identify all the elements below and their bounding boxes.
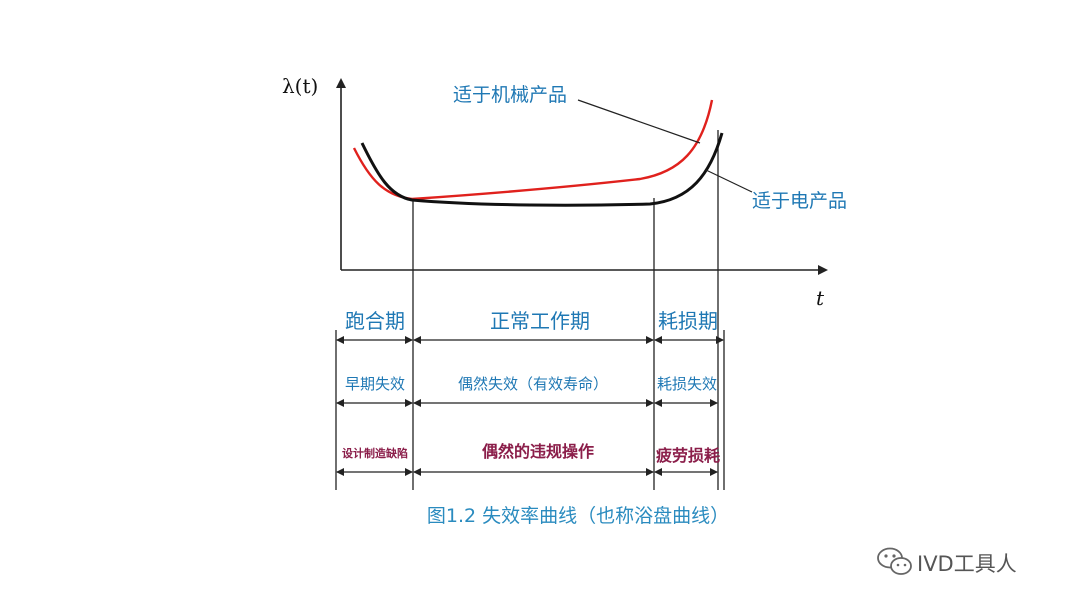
phase-name-break-in: 跑合期 bbox=[345, 309, 405, 333]
y-axis-label: λ(t) bbox=[282, 74, 318, 98]
phase-name-wearout: 耗损期 bbox=[658, 309, 718, 333]
label-mechanical: 适于机械产品 bbox=[453, 84, 567, 106]
leader-mechanical bbox=[577, 99, 701, 144]
failure-type-wearout: 耗损失效 bbox=[657, 375, 717, 393]
failure-type-random: 偶然失效（有效寿命） bbox=[458, 375, 608, 393]
phase-name-normal: 正常工作期 bbox=[490, 309, 590, 333]
x-axis-label: t bbox=[816, 286, 825, 310]
wechat-icon bbox=[877, 547, 912, 575]
cause-fatigue-wear: 疲劳损耗 bbox=[656, 446, 720, 465]
curve-mechanical bbox=[352, 99, 714, 201]
cause-random-misuse: 偶然的违规操作 bbox=[482, 442, 594, 461]
leader-electrical bbox=[705, 169, 753, 193]
failure-type-early: 早期失效 bbox=[345, 375, 405, 393]
curve-electrical bbox=[360, 132, 724, 207]
label-electrical: 适于电产品 bbox=[752, 190, 847, 212]
watermark-text: IVD工具人 bbox=[917, 552, 1017, 576]
cause-design-defects: 设计制造缺陷 bbox=[342, 446, 408, 460]
figure-caption: 图1.2 失效率曲线（也称浴盘曲线） bbox=[427, 505, 729, 527]
